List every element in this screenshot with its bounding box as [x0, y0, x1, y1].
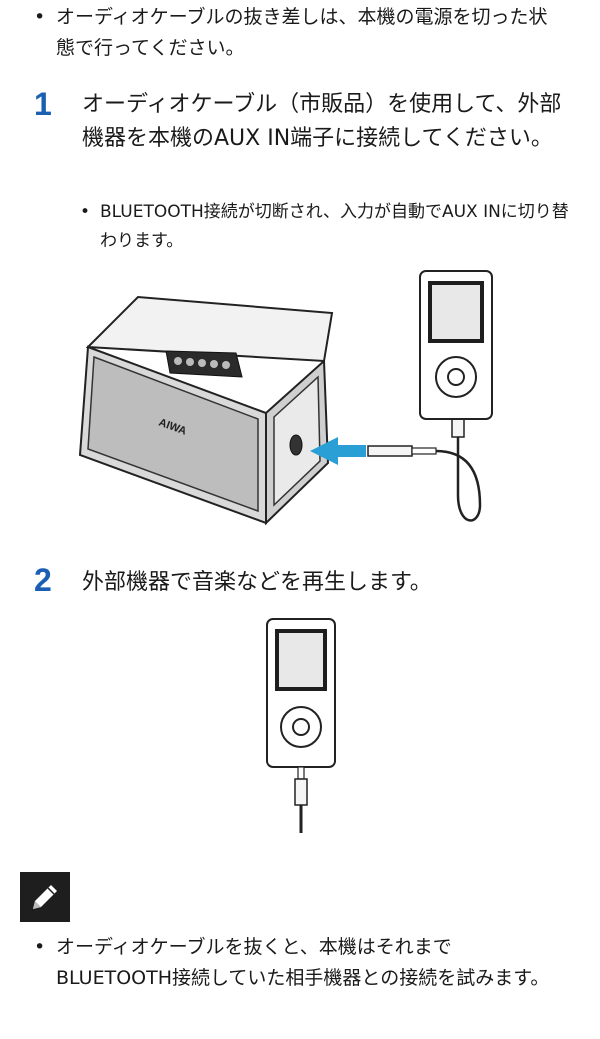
bottom-note-text: オーディオケーブルを抜くと、本機はそれまでBLUETOOTH接続していた相手機器…	[56, 936, 550, 989]
bullet-dot: •	[34, 936, 46, 958]
step-1-text: オーディオケーブル（市販品）を使用して、外部機器を本機のAUX IN端子に接続し…	[82, 92, 562, 151]
note-icon-box	[20, 872, 70, 922]
speaker-connection-illustration: AIWA	[78, 270, 493, 526]
pencil-icon	[33, 885, 57, 909]
speaker-top-buttons	[174, 357, 230, 369]
bullet-dot: •	[80, 202, 91, 222]
music-player-device	[419, 270, 493, 420]
step-2-number: 2	[34, 562, 52, 598]
player-playing-illustration	[266, 618, 336, 833]
step-1-sub-note: • BLUETOOTH接続が切断され、入力が自動でAUX INに切り替わります。	[80, 198, 580, 256]
insert-direction-arrow	[310, 437, 366, 465]
top-caution-text: オーディオケーブルの抜き差しは、本機の電源を切った状態で行ってください。	[56, 6, 548, 59]
step-2-text: 外部機器で音楽などを再生します。	[82, 570, 432, 595]
top-caution-note: • オーディオケーブルの抜き差しは、本機の電源を切った状態で行ってください。	[34, 2, 564, 64]
step-1-sub-text: BLUETOOTH接続が切断され、入力が自動でAUX INに切り替わります。	[100, 202, 569, 251]
bottom-note: • オーディオケーブルを抜くと、本機はそれまでBLUETOOTH接続していた相手…	[34, 932, 564, 994]
step-1-number: 1	[34, 86, 52, 122]
bullet-dot: •	[34, 6, 46, 28]
